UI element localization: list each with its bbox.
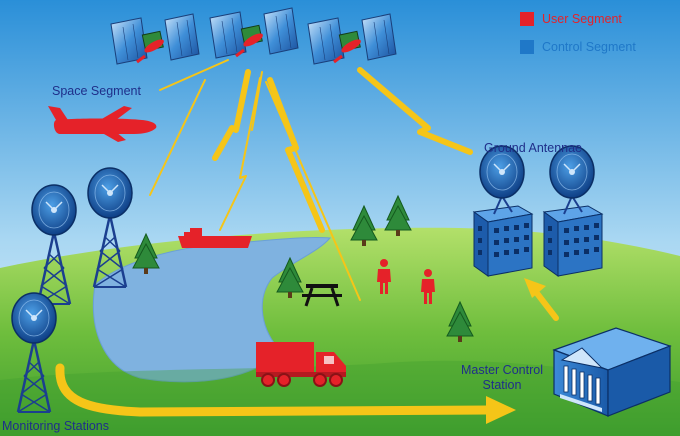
space-segment-label: Space Segment xyxy=(52,84,141,98)
signal-beams xyxy=(149,59,473,301)
arrow-icon xyxy=(486,396,516,424)
building-icon xyxy=(552,327,672,417)
satellite-dish-icon xyxy=(543,145,603,277)
ground-antennae-label: Ground Antennae xyxy=(484,141,582,155)
legend-item-user-segment: User Segment xyxy=(520,12,622,26)
legend-swatch-blue xyxy=(520,40,534,54)
monitoring-to-master-arrow xyxy=(55,363,495,417)
truck-icon xyxy=(256,342,346,387)
monitoring-stations-label: Monitoring Stations xyxy=(2,419,110,433)
master-to-antenna-arrow xyxy=(524,278,559,321)
legend-label: User Segment xyxy=(542,12,622,26)
airplane-icon xyxy=(48,106,157,142)
ground-shade xyxy=(0,360,680,436)
master-control-station-label: Master Control Station xyxy=(452,363,552,393)
ship-icon xyxy=(178,228,252,248)
legend-label: Control Segment xyxy=(542,40,636,54)
satellite-dish-icon xyxy=(473,145,533,277)
master-control-line1: Master Control xyxy=(461,363,543,377)
master-control-line2: Station xyxy=(482,378,522,392)
legend-item-control-segment: Control Segment xyxy=(520,40,636,54)
legend-swatch-red xyxy=(520,12,534,26)
picnic-table-icon xyxy=(302,284,342,307)
